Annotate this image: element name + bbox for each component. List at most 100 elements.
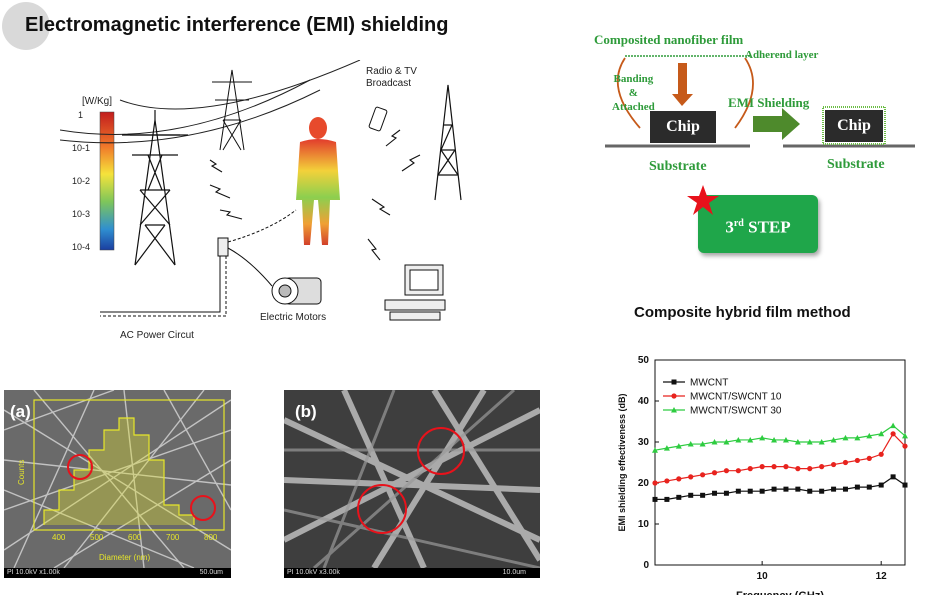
data-point <box>676 494 682 500</box>
sem-image-a: 400 500 600 700 800 Diameter (nm) Counts… <box>4 390 231 578</box>
shielding-process-diagram <box>605 55 915 148</box>
data-point <box>652 496 658 502</box>
data-point <box>782 436 789 443</box>
star-icon <box>687 185 719 215</box>
data-point <box>807 488 813 494</box>
data-point <box>747 436 754 443</box>
sem-b-info: PI 10.0kV x3.00k <box>287 569 340 576</box>
data-point <box>819 488 825 494</box>
hist-xlabel: Diameter (nm) <box>99 553 150 562</box>
hist-xtick: 800 <box>204 533 218 542</box>
data-point <box>795 486 801 492</box>
data-point <box>890 431 896 437</box>
series-line <box>654 424 906 451</box>
data-point <box>759 434 766 441</box>
transmission-tower-middle <box>212 69 252 151</box>
data-point <box>854 484 860 490</box>
data-point <box>794 439 801 445</box>
data-point <box>711 470 718 476</box>
series-line <box>655 476 906 500</box>
data-point <box>818 439 825 445</box>
sem-a-scale: 50.0um <box>199 569 223 576</box>
legend-marker <box>671 393 677 399</box>
data-point <box>675 443 682 449</box>
y-axis-label: EMI shielding effectiveness (dB) <box>617 393 627 531</box>
diameter-histogram <box>33 399 225 531</box>
scale-unit-label: [W/Kg] <box>82 96 112 107</box>
y-tick-label: 0 <box>643 560 649 571</box>
y-tick-label: 50 <box>638 355 650 366</box>
hist-xtick: 500 <box>90 533 104 542</box>
legend-label: MWCNT/SWCNT 30 <box>690 406 782 417</box>
data-point <box>699 441 706 447</box>
computer-icon <box>384 264 446 321</box>
data-point <box>735 436 742 443</box>
data-point <box>878 430 885 437</box>
x-axis-label: Frequency (GHz) <box>736 590 824 595</box>
sem-a-info: PI 10.0kV x1.00k <box>7 569 60 576</box>
data-point <box>866 432 873 439</box>
data-point <box>652 447 658 453</box>
data-point <box>878 482 884 488</box>
data-point <box>735 468 741 474</box>
data-point <box>878 451 884 457</box>
scale-tick: 10-1 <box>72 143 90 153</box>
chip-before: Chip <box>650 111 716 143</box>
hist-xtick: 700 <box>166 533 180 542</box>
data-point <box>783 464 789 470</box>
highlight-circle <box>357 484 407 534</box>
highlight-circle <box>67 454 93 480</box>
data-point <box>902 443 908 449</box>
data-point <box>830 461 837 468</box>
sem-b-letter: (b) <box>295 402 317 421</box>
data-point <box>712 490 718 496</box>
data-point <box>902 482 908 488</box>
data-point <box>687 441 694 447</box>
third-step-button[interactable]: 3rd STEP <box>698 195 818 253</box>
hist-xtick: 600 <box>128 533 142 542</box>
x-tick-label: 12 <box>876 571 888 582</box>
data-point <box>723 468 730 474</box>
data-point <box>700 472 706 478</box>
data-point <box>771 486 777 492</box>
y-tick-label: 10 <box>638 519 650 530</box>
chart-title: Composite hybrid film method <box>634 304 851 321</box>
data-point <box>711 439 718 445</box>
substrate-label-left: Substrate <box>649 159 707 174</box>
data-point <box>700 492 706 498</box>
scale-tick: 1 <box>78 110 83 120</box>
data-point <box>735 488 741 494</box>
scale-tick: 10-2 <box>72 176 90 186</box>
data-point <box>771 464 777 470</box>
data-point <box>747 488 753 494</box>
data-point <box>902 432 908 439</box>
sem-b-scale: 10.0um <box>502 569 526 576</box>
data-point <box>652 480 658 486</box>
banding-label: Banding & Attached <box>612 73 655 113</box>
chip-after: Chip <box>825 110 883 142</box>
sem-image-b: (b) PI 10.0kV x3.00k 10.0um <box>284 390 540 578</box>
data-point <box>664 478 670 484</box>
data-point <box>747 466 753 472</box>
data-point <box>688 492 694 498</box>
emi-sources-illustration: [W/Kg] 1 10-1 10-2 10-3 10-4 <box>60 60 462 341</box>
legend-label: MWCNT <box>690 378 728 389</box>
plot-frame <box>654 359 906 566</box>
data-point <box>676 476 682 482</box>
electric-motors-label: Electric Motors <box>260 312 326 323</box>
ac-power-circuit <box>100 209 297 317</box>
data-point <box>842 434 849 441</box>
data-point <box>806 439 813 445</box>
series-line <box>654 432 906 484</box>
data-point <box>819 464 825 470</box>
data-point <box>795 466 801 472</box>
heat-scale-bar <box>99 111 115 251</box>
scale-tick: 10-4 <box>72 242 90 252</box>
emi-arrows <box>209 129 421 261</box>
data-point <box>854 434 861 441</box>
data-point <box>663 445 670 451</box>
data-point <box>890 422 897 429</box>
data-point <box>688 474 694 480</box>
data-point <box>759 488 765 494</box>
sem-a-letter: (a) <box>10 402 31 421</box>
